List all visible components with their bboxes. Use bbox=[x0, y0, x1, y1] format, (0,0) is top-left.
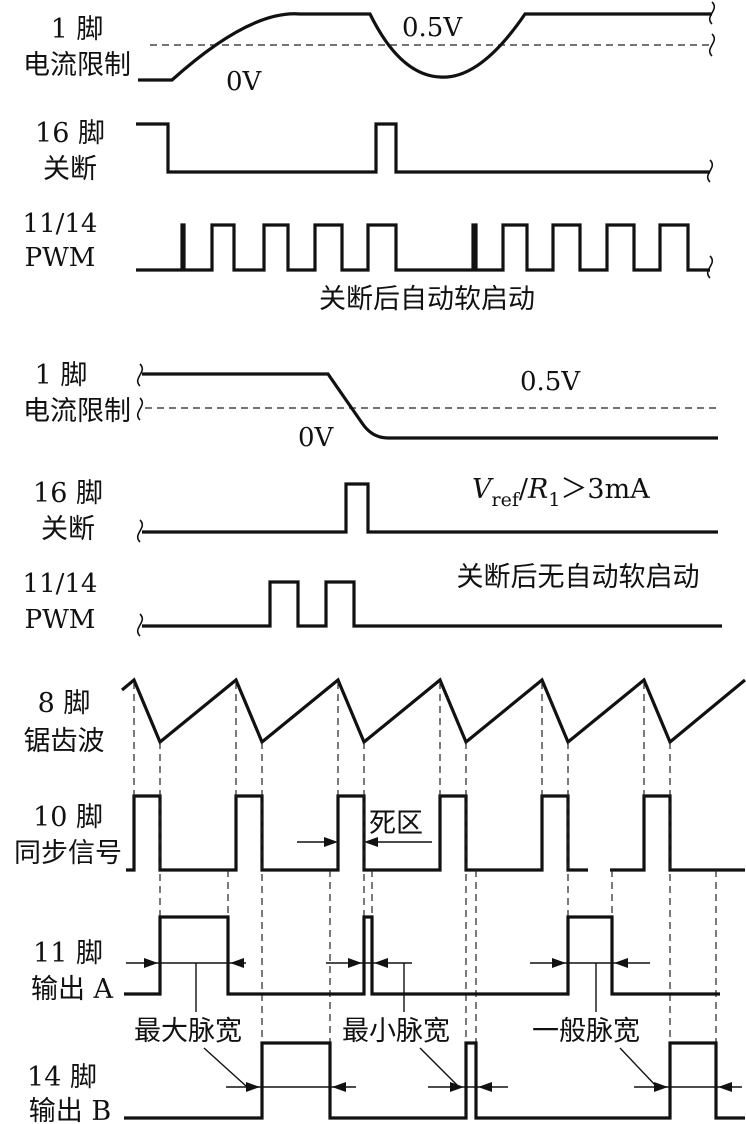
break-mark-1 bbox=[708, 1, 716, 57]
panel-no-soft-start: 1 脚 电流限制 0.5V 0V 16 脚 关断 Vref/R1＞3mA 11/… bbox=[23, 360, 722, 637]
current-limit-wave-2 bbox=[142, 372, 718, 440]
min-width-label: 最小脉宽 bbox=[342, 1016, 450, 1047]
pwm-wave-1 bbox=[136, 223, 710, 272]
label-pwm-line2: PWM bbox=[25, 243, 96, 273]
leader-normal-b bbox=[619, 1047, 657, 1087]
pwm-wave-2 bbox=[142, 580, 722, 628]
zero-label-2: 0V bbox=[298, 423, 335, 453]
output-a-wave bbox=[124, 915, 720, 996]
label-pin1-line2: 电流限制 bbox=[23, 50, 131, 81]
deadzone-label: 死区 bbox=[369, 808, 423, 839]
label-pin8-line1: 8 脚 bbox=[38, 688, 91, 719]
current-limit-wave-1 bbox=[138, 12, 712, 82]
panel-soft-start: 1 脚 电流限制 0.5V 0V 16 脚 关断 11/14 PWM 关断后自动… bbox=[23, 1, 716, 315]
label-pin16-line1: 16 脚 bbox=[35, 118, 105, 149]
sync-wave-cont bbox=[610, 794, 745, 872]
label-pin14-line2: 输出 B bbox=[29, 1096, 111, 1124]
label-pin10-line1: 10 脚 bbox=[33, 802, 103, 833]
label-pwm-line2-b: PWM bbox=[25, 605, 96, 635]
break-mark-6 bbox=[136, 613, 144, 637]
break-mark-4 bbox=[136, 363, 144, 421]
leader-min-b bbox=[419, 1047, 459, 1087]
condition-formula: Vref/R1＞3mA bbox=[472, 474, 650, 511]
label-pin1-line1: 1 脚 bbox=[51, 14, 104, 45]
width-arrows-a bbox=[126, 958, 650, 968]
threshold-label-2: 0.5V bbox=[520, 367, 581, 397]
zero-label-1: 0V bbox=[226, 67, 263, 97]
label-pwm-line1-b: 11/14 bbox=[23, 569, 98, 599]
label-pin11-line1: 11 脚 bbox=[33, 938, 103, 969]
sync-wave bbox=[126, 794, 588, 872]
shutdown-wave-1 bbox=[136, 122, 710, 174]
label-pin16-line2-b: 关断 bbox=[41, 514, 95, 545]
label-pin14-line1: 14 脚 bbox=[27, 1062, 97, 1093]
break-mark-3 bbox=[706, 255, 714, 279]
label-pin8-line2: 锯齿波 bbox=[24, 726, 105, 757]
label-pwm-line1: 11/14 bbox=[23, 209, 98, 239]
caption-soft-start: 关断后自动软启动 bbox=[319, 284, 535, 315]
output-b-wave bbox=[124, 1041, 745, 1120]
deadzone-arrow-right-head bbox=[364, 837, 378, 847]
label-pin1-line2-b: 电流限制 bbox=[23, 396, 131, 427]
label-pin1-line1-b: 1 脚 bbox=[35, 360, 88, 391]
leader-max-b bbox=[203, 1047, 247, 1087]
label-pin16-line1-b: 16 脚 bbox=[33, 478, 103, 509]
threshold-label-1: 0.5V bbox=[402, 13, 463, 43]
panel-push-pull: 8 脚 锯齿波 10 脚 同步信号 死区 bbox=[14, 677, 746, 1124]
break-mark-2 bbox=[706, 159, 714, 183]
sawtooth-wave bbox=[120, 677, 746, 745]
max-width-label: 最大脉宽 bbox=[134, 1016, 242, 1047]
break-mark-5 bbox=[136, 519, 144, 543]
label-pin16-line2: 关断 bbox=[43, 154, 97, 185]
normal-width-label: 一般脉宽 bbox=[532, 1016, 640, 1047]
label-pin11-line2: 输出 A bbox=[31, 974, 114, 1005]
deadzone-arrow-left-head bbox=[324, 837, 338, 847]
caption-no-soft-start: 关断后无自动软启动 bbox=[457, 562, 700, 593]
label-pin10-line2: 同步信号 bbox=[14, 838, 122, 869]
shutdown-wave-2 bbox=[142, 482, 718, 534]
width-arrows-b bbox=[226, 1082, 742, 1092]
